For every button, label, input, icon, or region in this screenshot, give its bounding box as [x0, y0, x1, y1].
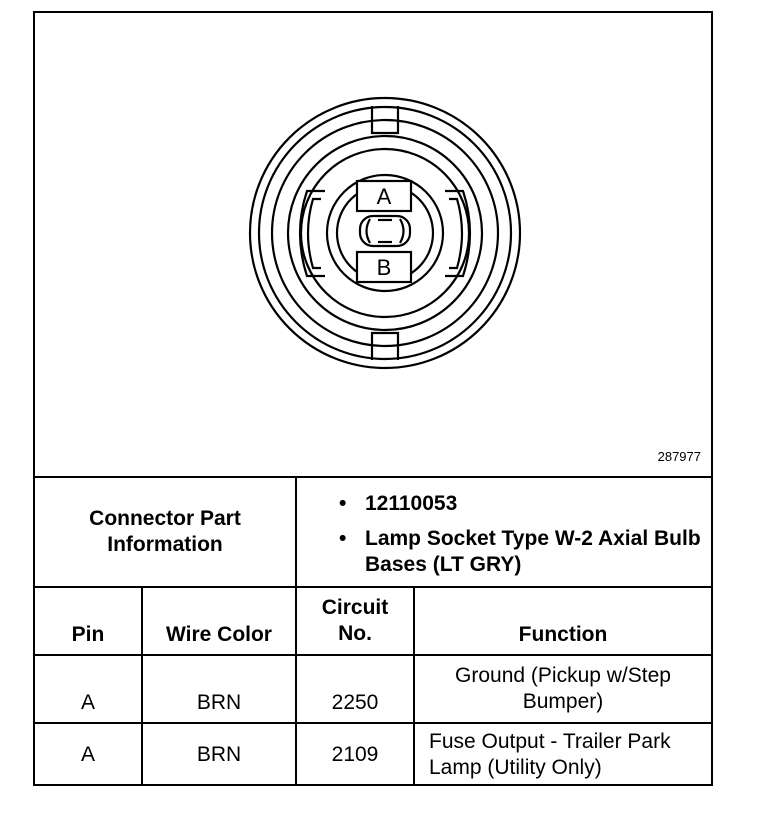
connector-face-drawing: A B: [248, 96, 522, 370]
terminal-a-label: A: [377, 184, 392, 209]
connector-info-list: •12110053 •Lamp Socket Type W-2 Axial Bu…: [335, 491, 705, 587]
header-function: Function: [518, 623, 608, 646]
table-row-function: Fuse Output - Trailer Park Lamp (Utility…: [429, 730, 671, 779]
divider-diagram: [35, 476, 711, 478]
table-row-pin: A: [80, 743, 95, 766]
header-circuit: Circuit No.: [321, 596, 389, 645]
divider-info: [35, 586, 711, 588]
connector-info-item: •Lamp Socket Type W-2 Axial Bulb Bases (…: [339, 527, 701, 576]
divider-col-3: [413, 586, 415, 786]
header-wire-color: Wire Color: [166, 623, 272, 646]
figure-number: 287977: [657, 449, 701, 464]
table-row-function: Ground (Pickup w/Step Bumper): [455, 664, 671, 713]
table-row-wire-color: BRN: [196, 691, 242, 714]
connector-diagram: A B 287977: [35, 13, 711, 476]
terminal-a-box: [355, 179, 413, 213]
table-row-pin: A: [80, 691, 95, 714]
connector-sheet: A B 287977 Connector Part Information •1…: [33, 11, 713, 786]
table-row-wire-color: BRN: [196, 743, 242, 766]
divider-row: [35, 722, 711, 724]
terminal-b-label: B: [377, 255, 392, 280]
connector-info-label: Connector Part Information: [89, 507, 241, 556]
table-row-circuit: 2109: [331, 743, 379, 766]
terminal-b-box: [355, 250, 413, 284]
table-row-circuit: 2250: [331, 691, 379, 714]
divider-col-info: [295, 476, 297, 786]
header-pin: Pin: [71, 623, 105, 646]
connector-info-item: •12110053: [339, 492, 458, 515]
divider-header: [35, 654, 711, 656]
divider-col-1: [141, 586, 143, 786]
